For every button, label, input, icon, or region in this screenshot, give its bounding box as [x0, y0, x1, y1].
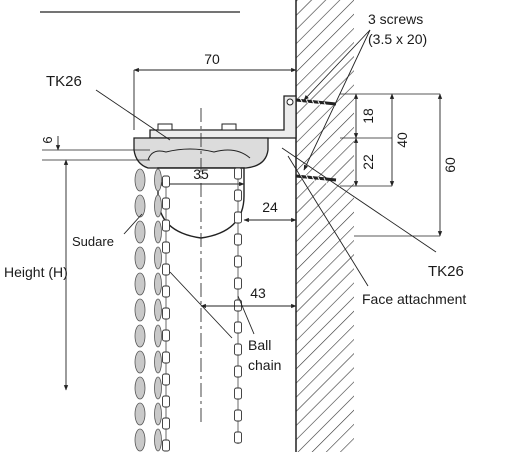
- chain-link: [234, 431, 242, 444]
- sudare-slat: [154, 246, 162, 270]
- dimension-18-label: 18: [360, 108, 376, 124]
- chain-link: [234, 255, 242, 268]
- sudare-slats: [134, 168, 162, 452]
- sudare-slat: [154, 194, 162, 218]
- sudare-slat: [154, 272, 162, 296]
- chain-link: [162, 241, 170, 254]
- dimension-height: Height (H): [4, 159, 69, 391]
- chain-link: [162, 307, 170, 320]
- chain-link: [162, 219, 170, 232]
- chain-link: [234, 167, 242, 180]
- chain-link: [234, 321, 242, 334]
- sudare-slat: [134, 350, 146, 374]
- sudare-slat: [154, 350, 162, 374]
- chain-link: [162, 175, 170, 188]
- sudare-slat: [154, 220, 162, 244]
- sudare-slat: [154, 376, 162, 400]
- chain-link: [234, 409, 242, 422]
- sudare-slat: [134, 246, 146, 270]
- ball-chain-right: [234, 167, 242, 444]
- sudare-slat: [154, 324, 162, 348]
- screws-label-line1: 3 screws: [368, 11, 423, 27]
- chain-link: [234, 387, 242, 400]
- dimension-43: 43: [200, 285, 297, 309]
- chain-link: [234, 233, 242, 246]
- chain-link: [162, 329, 170, 342]
- sudare-slat: [134, 168, 146, 192]
- dimension-43-label: 43: [250, 285, 266, 301]
- screw-top: [295, 97, 337, 111]
- dimension-60: 60: [354, 93, 458, 237]
- ball-chain-label-line1: Ball: [248, 337, 271, 353]
- ball-chain-left: [162, 175, 170, 452]
- dimension-70-label: 70: [204, 51, 220, 67]
- chain-link: [162, 395, 170, 408]
- sudare-slat: [134, 220, 146, 244]
- sudare-label: Sudare: [72, 234, 114, 249]
- screws-label-line2: (3.5 x 20): [368, 31, 427, 47]
- chain-link: [162, 439, 170, 452]
- chain-link: [162, 197, 170, 210]
- dimension-24: 24: [243, 199, 297, 223]
- chain-link: [234, 189, 242, 202]
- dimension-70: 70: [133, 51, 297, 130]
- sudare-slat: [134, 376, 146, 400]
- sudare-slat: [134, 402, 146, 426]
- dimension-18: 18: [340, 93, 392, 139]
- mounting-bracket: [149, 95, 297, 139]
- chain-link: [234, 343, 242, 356]
- dimension-35: 35: [157, 166, 245, 187]
- dimension-35-label: 35: [193, 166, 209, 182]
- sudare-slat: [154, 428, 162, 452]
- dimension-6-label: 6: [40, 136, 55, 143]
- dimension-60-label: 60: [442, 157, 458, 173]
- chain-link: [162, 351, 170, 364]
- chain-link: [234, 277, 242, 290]
- sudare-slat: [134, 298, 146, 322]
- leader-lines: [95, 29, 437, 339]
- sudare-slat: [134, 324, 146, 348]
- chain-link: [234, 365, 242, 378]
- dimension-24-label: 24: [262, 199, 278, 215]
- chain-link: [162, 285, 170, 298]
- dimension-6: 6: [40, 136, 150, 161]
- chain-link: [234, 211, 242, 224]
- sudare-slat: [154, 168, 162, 192]
- tk26-label-right: TK26: [428, 263, 464, 280]
- sudare-slat: [134, 194, 146, 218]
- chain-link: [162, 417, 170, 430]
- dimension-40-label: 40: [394, 132, 410, 148]
- tk26-label-top: TK26: [46, 73, 82, 90]
- dimension-40: 40: [389, 93, 440, 187]
- face-attachment-label: Face attachment: [362, 291, 466, 307]
- sudare-slat: [134, 272, 146, 296]
- sudare-slat: [154, 402, 162, 426]
- height-label: Height (H): [4, 264, 68, 280]
- ball-chain-label-line2: chain: [248, 357, 281, 373]
- dimension-22-label: 22: [360, 154, 376, 170]
- sudare-slat: [154, 298, 162, 322]
- chain-link: [162, 373, 170, 386]
- dimension-22: 22: [340, 137, 392, 187]
- sudare-slat: [134, 428, 146, 452]
- wall: [295, 0, 354, 452]
- chain-link: [162, 263, 170, 276]
